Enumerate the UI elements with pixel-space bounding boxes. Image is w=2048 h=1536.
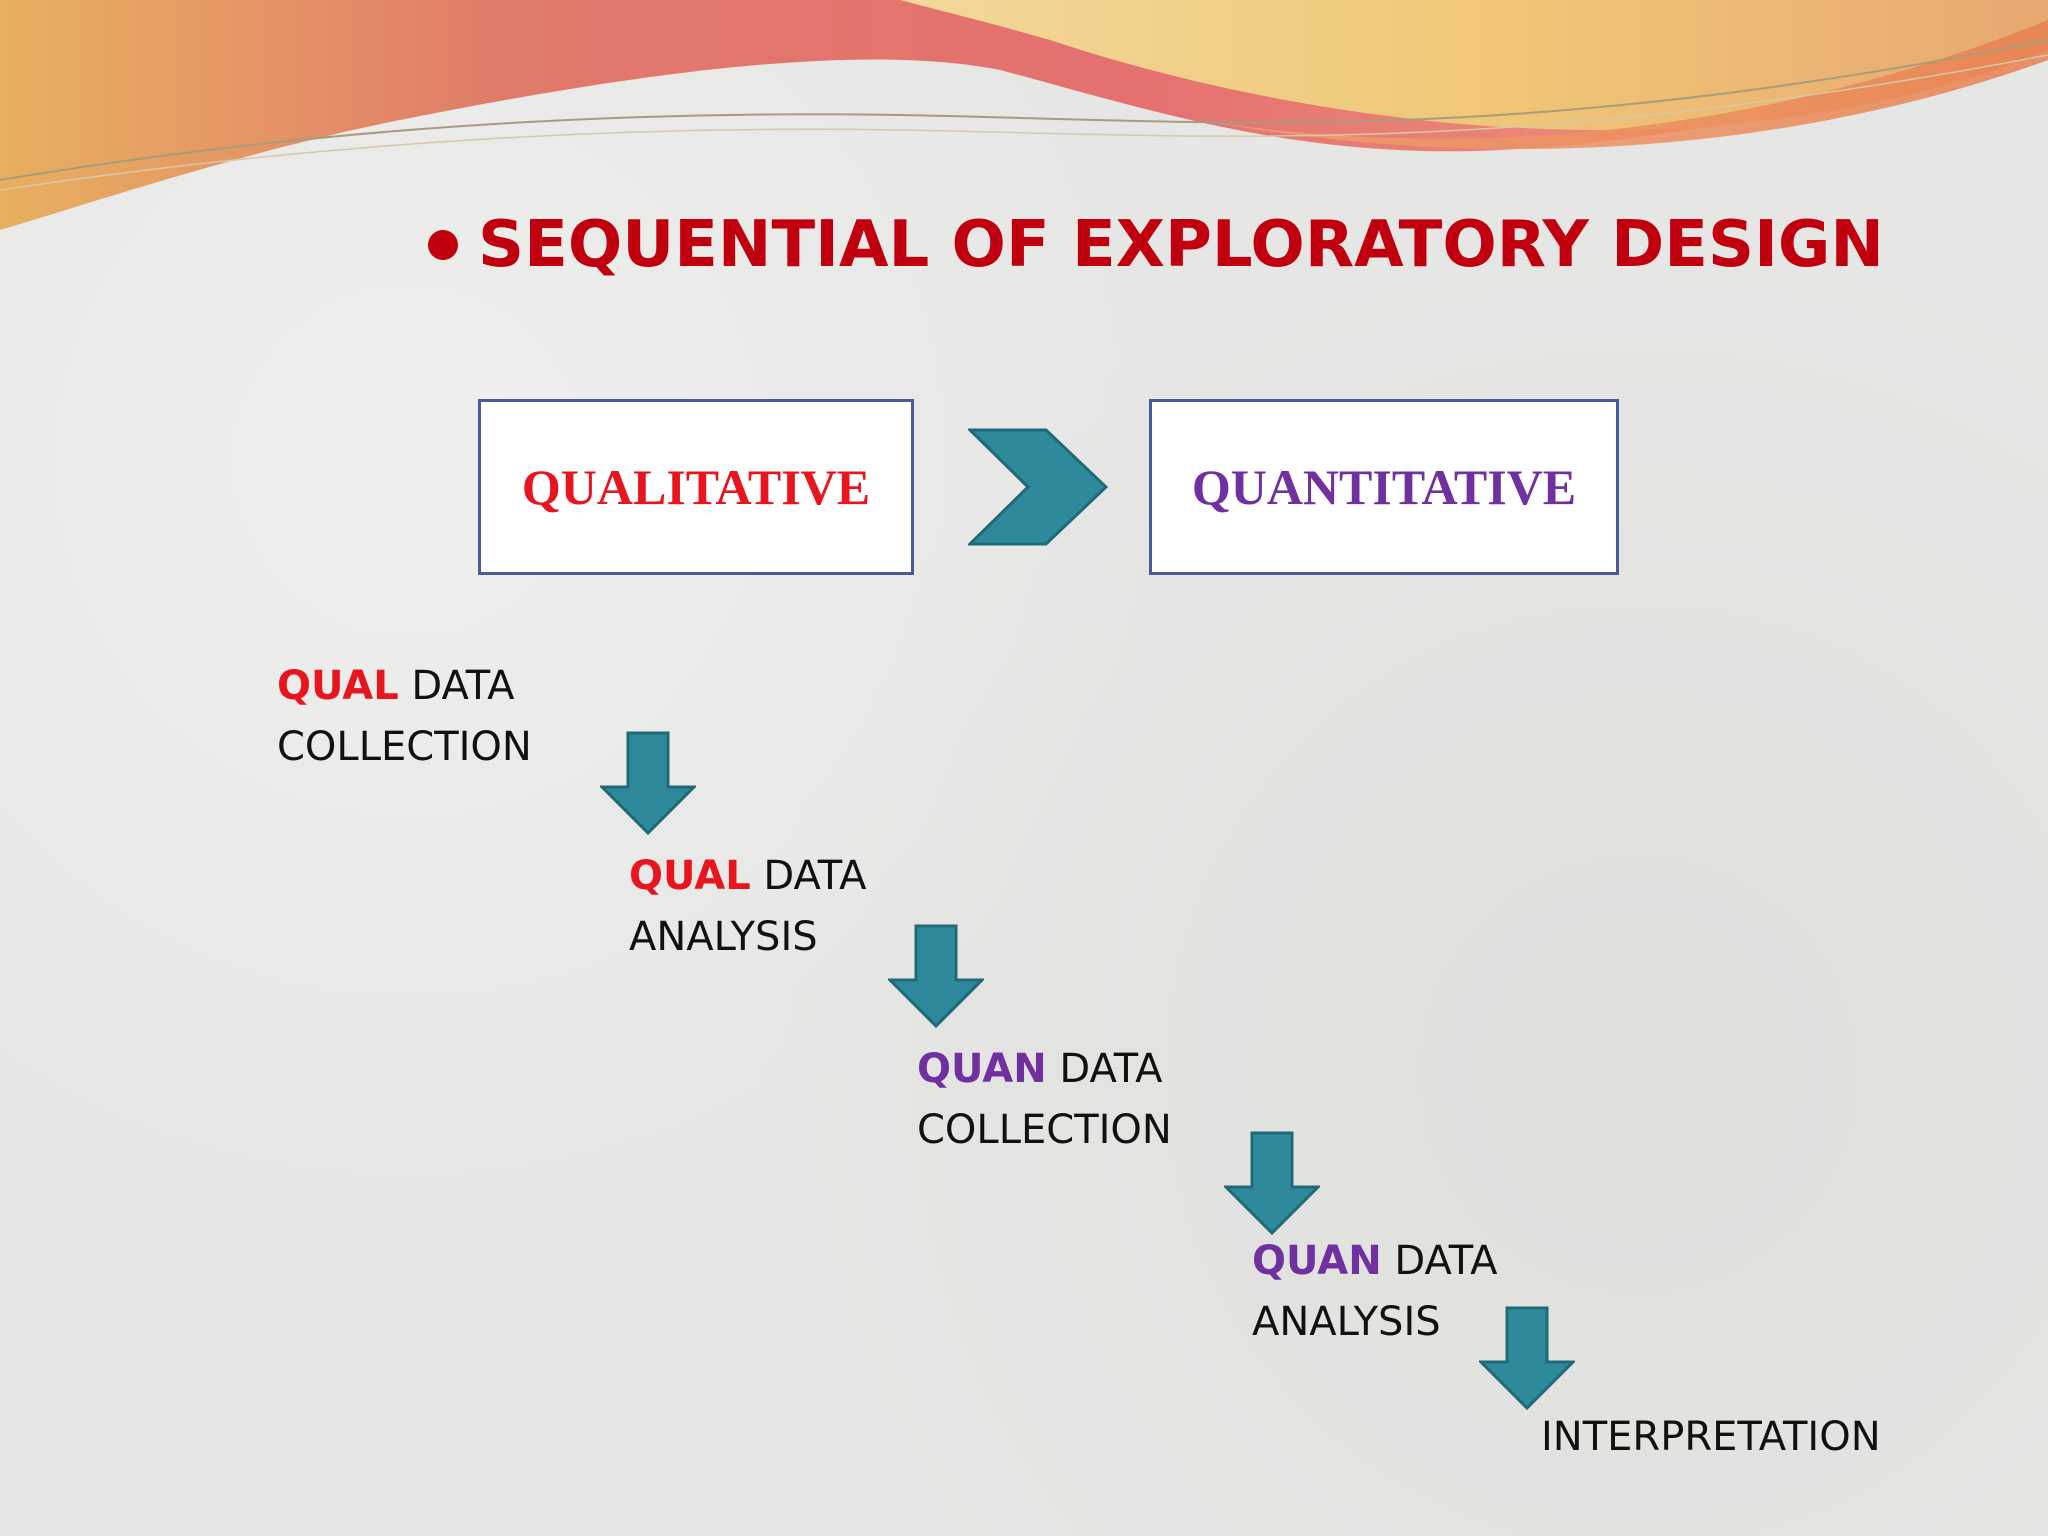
step-line-2: ANALYSIS	[1252, 1299, 1441, 1345]
quan-keyword: QUAN	[1252, 1238, 1382, 1284]
step-text: DATA	[1381, 1238, 1498, 1284]
step-line-2: COLLECTION	[917, 1107, 1172, 1153]
qual-keyword: QUAL	[629, 853, 751, 899]
step-line-1: QUAN DATA	[917, 1039, 1172, 1100]
header-wave-decoration	[0, 0, 2048, 230]
step-qual-data-collection: QUAL DATA COLLECTION	[277, 656, 532, 778]
qualitative-box: QUALITATIVE	[478, 399, 914, 575]
step-quan-data-analysis: QUAN DATA ANALYSIS	[1252, 1231, 1497, 1353]
chevron-right-icon	[968, 428, 1108, 546]
arrow-down-icon	[600, 731, 696, 835]
arrow-down-icon	[1479, 1306, 1575, 1410]
quantitative-box: QUANTITATIVE	[1149, 399, 1619, 575]
arrow-down-icon	[888, 924, 984, 1028]
step-line-1: QUAL DATA	[277, 656, 532, 717]
qual-keyword: QUAL	[277, 663, 399, 709]
step-qual-data-analysis: QUAL DATA ANALYSIS	[629, 846, 866, 968]
bullet-icon	[428, 230, 458, 260]
step-text: DATA	[398, 663, 515, 709]
step-text: DATA	[750, 853, 867, 899]
step-interpretation: INTERPRETATION	[1541, 1407, 1881, 1468]
step-line-1: QUAN DATA	[1252, 1231, 1497, 1292]
slide-title-row: SEQUENTIAL OF EXPLORATORY DESIGN	[428, 205, 1884, 285]
qualitative-label: QUALITATIVE	[521, 459, 871, 515]
quan-keyword: QUAN	[917, 1046, 1047, 1092]
step-quan-data-collection: QUAN DATA COLLECTION	[917, 1039, 1172, 1161]
quantitative-label: QUANTITATIVE	[1191, 459, 1577, 515]
step-text: DATA	[1046, 1046, 1163, 1092]
step-line-2: ANALYSIS	[629, 914, 818, 960]
step-line-1: QUAL DATA	[629, 846, 866, 907]
slide-title: SEQUENTIAL OF EXPLORATORY DESIGN	[478, 208, 1884, 282]
arrow-down-icon	[1224, 1131, 1320, 1235]
step-line-1: INTERPRETATION	[1541, 1414, 1881, 1460]
step-line-2: COLLECTION	[277, 724, 532, 770]
